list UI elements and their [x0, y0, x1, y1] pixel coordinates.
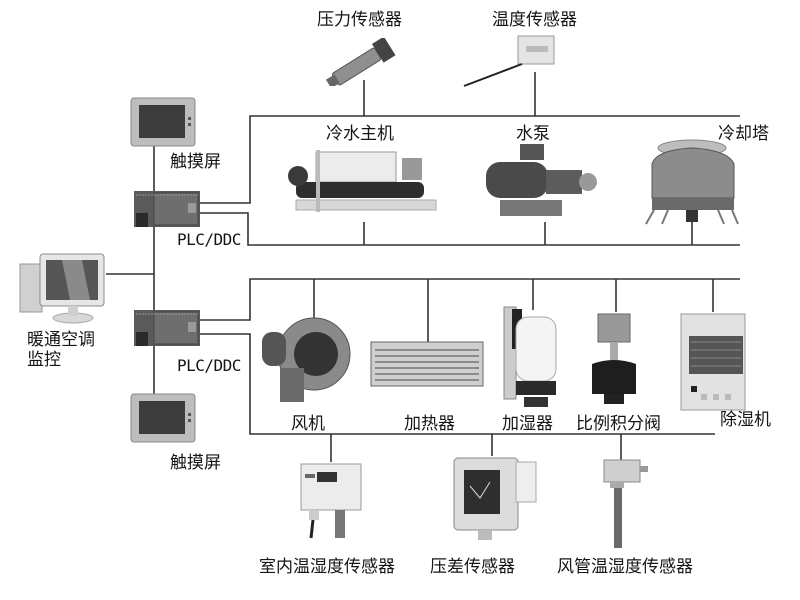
proportional-valve-icon	[592, 313, 636, 404]
dehumidifier-icon	[680, 313, 746, 411]
duct-humidity-sensor	[600, 456, 652, 556]
valve-label: 比例积分阀	[576, 414, 661, 434]
pump-label: 水泵	[516, 124, 550, 144]
temperature-sensor-label: 温度传感器	[492, 10, 577, 30]
cooling-tower-icon	[645, 139, 739, 225]
fan-blower	[262, 316, 352, 410]
heater-icon	[370, 341, 484, 387]
duct-humidity-sensor-icon	[603, 459, 648, 548]
temperature-sensor-icon	[463, 35, 555, 87]
water-pump-icon	[486, 144, 597, 216]
room-humidity-sensor-label: 室内温湿度传感器	[259, 557, 395, 577]
plc-top-label: PLC/DDC	[177, 230, 241, 249]
plc-controller-icon	[134, 191, 200, 227]
cooling-tower-label: 冷却塔	[718, 124, 769, 144]
pressure-sensor-label: 压力传感器	[317, 10, 402, 30]
hvac-monitor-label-line2: 监控	[27, 350, 61, 370]
water-pump	[482, 144, 602, 228]
plc-top-lower-link	[200, 212, 740, 246]
touch-screen-icon	[130, 97, 196, 147]
hvac-monitor-computer	[18, 250, 108, 329]
touch-screen-top	[130, 97, 196, 151]
plc-bottom-lower-link	[200, 333, 715, 435]
plc-bottom	[132, 306, 202, 354]
heater	[369, 340, 489, 392]
room-humidity-sensor-icon	[300, 463, 362, 539]
hvac-monitor-label-line1: 暖通空调	[27, 330, 95, 350]
touch-screen-icon	[130, 393, 196, 443]
differential-pressure-sensor-label: 压差传感器	[430, 557, 515, 577]
humidifier	[502, 305, 562, 413]
dehumidifier	[679, 312, 749, 416]
plc-top	[132, 187, 202, 235]
pressure-sensor	[322, 36, 402, 90]
chiller	[286, 148, 446, 224]
temperature-sensor	[460, 34, 560, 96]
touch-screen-top-label: 触摸屏	[170, 152, 221, 172]
fan-blower-icon	[262, 317, 351, 402]
plc-controller-icon	[134, 310, 200, 346]
humidifier-label: 加湿器	[502, 414, 553, 434]
plc-top-upper-link	[200, 115, 740, 204]
touch-screen-bottom-label: 触摸屏	[170, 453, 221, 473]
room-humidity-sensor	[299, 462, 365, 546]
differential-pressure-sensor-icon	[453, 457, 537, 540]
differential-pressure-sensor	[452, 452, 542, 546]
computer-monitor-icon	[19, 253, 105, 324]
chiller-label: 冷水主机	[326, 124, 394, 144]
proportional-valve	[588, 310, 644, 412]
cooling-tower	[642, 136, 742, 232]
touch-screen-bottom	[130, 393, 196, 447]
pressure-sensor-icon	[325, 36, 396, 89]
humidifier-icon	[503, 306, 557, 407]
plc-bottom-label: PLC/DDC	[177, 356, 241, 375]
plc-bottom-upper-link	[200, 278, 740, 321]
chiller-icon	[288, 150, 437, 212]
duct-humidity-sensor-label: 风管温湿度传感器	[557, 557, 693, 577]
dehumidifier-label: 除湿机	[720, 410, 771, 430]
fan-label: 风机	[291, 414, 325, 434]
heater-label: 加热器	[404, 414, 455, 434]
